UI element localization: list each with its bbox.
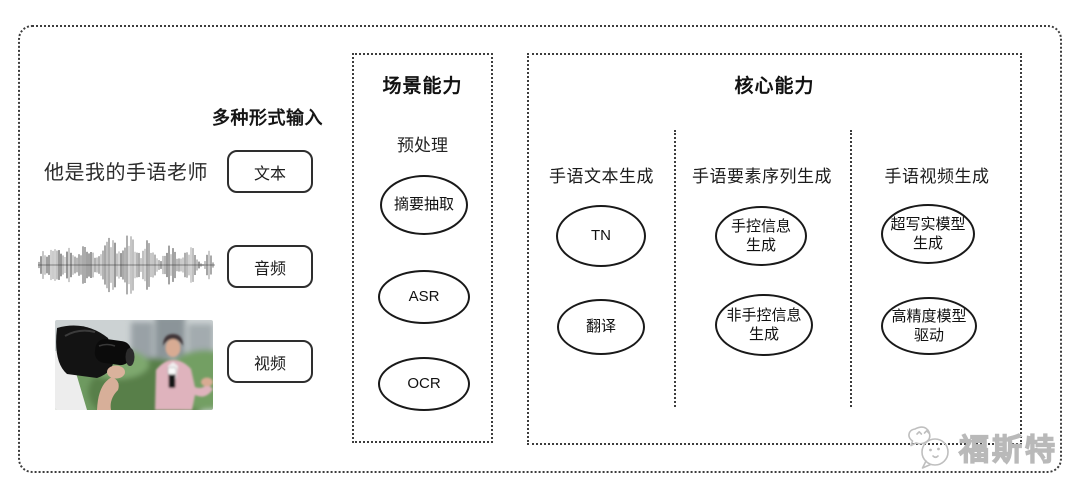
video-thumbnail — [55, 320, 213, 410]
audio-waveform-icon — [38, 235, 215, 295]
cameraman-figure — [55, 325, 135, 410]
node-tn: TN — [556, 205, 646, 267]
column-header-video-generation: 手语视频生成 — [884, 167, 990, 186]
reporter-figure — [155, 334, 213, 410]
multi-input-label: 多种形式输入 — [212, 108, 323, 128]
column-header-text-generation: 手语文本生成 — [549, 167, 654, 186]
node-summary-extraction: 摘要抽取 — [380, 175, 468, 235]
column-header-element-sequence: 手语要素序列生成 — [692, 167, 832, 186]
text-example: 他是我的手语老师 — [44, 162, 208, 184]
scene-capability-panel: 场景能力 预处理 摘要抽取 ASR OCR — [352, 53, 493, 443]
node-manual-info-generation: 手控信息 生成 — [715, 206, 807, 266]
core-capability-panel: 核心能力 手语文本生成 手语要素序列生成 手语视频生成 TN 翻译 手控信息 生… — [527, 53, 1022, 445]
scene-panel-title: 场景能力 — [382, 76, 463, 97]
input-box-audio: 音频 — [227, 245, 313, 288]
watermark-text: 福斯特 — [958, 433, 1058, 467]
node-translation: 翻译 — [557, 299, 645, 355]
node-hyperreal-model-generation: 超写实模型 生成 — [881, 204, 975, 264]
column-divider-1 — [674, 130, 676, 407]
outer-dotted-border — [18, 25, 1062, 473]
watermark: 福斯特 — [906, 424, 1058, 470]
node-asr: ASR — [378, 270, 470, 324]
chat-bubbles-icon — [908, 426, 949, 469]
node-ocr: OCR — [378, 357, 470, 411]
input-box-text: 文本 — [227, 150, 313, 193]
preprocess-label: 预处理 — [397, 136, 448, 155]
core-panel-title: 核心能力 — [734, 76, 815, 97]
column-divider-2 — [850, 130, 852, 407]
node-high-precision-model-drive: 高精度模型 驱动 — [881, 297, 977, 355]
input-box-video: 视频 — [227, 340, 313, 383]
node-non-manual-info-generation: 非手控信息 生成 — [715, 294, 813, 356]
